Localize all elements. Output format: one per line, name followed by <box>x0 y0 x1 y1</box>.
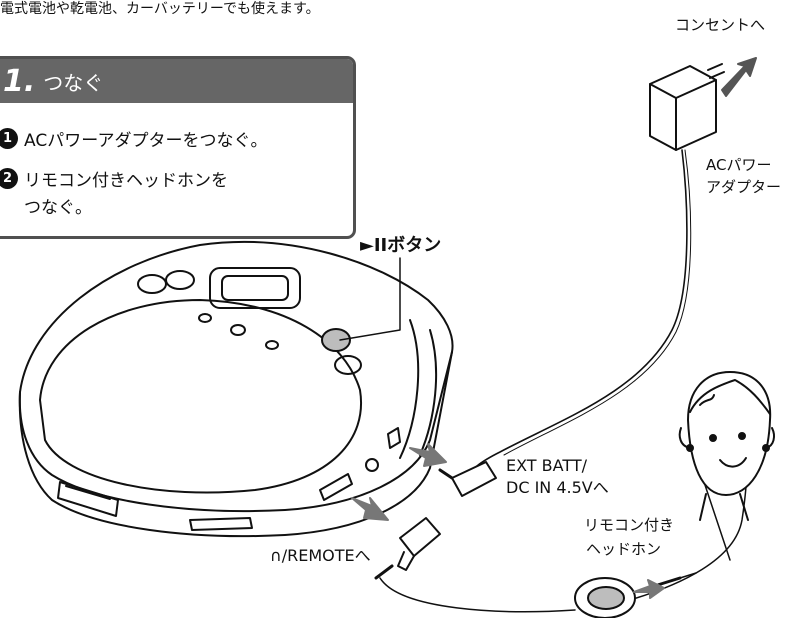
remote-jack-label: ∩/REMOTEへ <box>270 546 371 565</box>
step-item-2: 2 リモコン付きヘッドホンを <box>0 166 228 191</box>
stop-button <box>334 355 362 375</box>
play-button-leader <box>339 257 401 341</box>
small-button-1 <box>198 313 212 323</box>
step-item-1-text: ACパワーアダプターをつなぐ。 <box>24 131 268 151</box>
step-title: つなぐ <box>43 70 104 95</box>
adapter-label-line1: ACパワー <box>706 156 772 174</box>
headphones-label-line1: リモコン付き <box>584 516 675 534</box>
top-button-2 <box>165 270 195 290</box>
play-button-label: ►IIボタン <box>360 235 442 256</box>
ac-adapter <box>649 57 757 151</box>
headphones-label-line2: ヘッドホン <box>586 540 662 558</box>
dc-arrow <box>409 443 447 467</box>
step-panel: 1. つなぐ 1 ACパワーアダプターをつなぐ。 2 リモコン付きヘッドホンを … <box>0 56 356 239</box>
outlet-arrow <box>721 57 757 97</box>
step-item-2-continued: つなぐ。 <box>24 193 92 218</box>
dc-plug <box>409 443 497 497</box>
small-button-2 <box>230 324 246 336</box>
remote-plug <box>351 497 441 580</box>
badge-2: 2 <box>0 168 18 189</box>
remote-cord <box>379 577 576 613</box>
ext-batt-label-line2: DC IN 4.5Vへ <box>506 478 609 497</box>
cd-player-side <box>18 351 453 538</box>
cd-player <box>18 240 454 538</box>
adapter-label-line2: アダプター <box>706 178 782 196</box>
cd-lid <box>39 299 363 494</box>
step-item-1: 1 ACパワーアダプターをつなぐ。 <box>0 126 268 151</box>
phones-jack <box>319 473 353 501</box>
top-button-1 <box>137 274 167 294</box>
step-header: 1. つなぐ <box>0 59 353 103</box>
step-item-2-text: リモコン付きヘッドホンを <box>24 171 228 191</box>
cd-player-top <box>18 240 454 513</box>
person <box>678 371 775 521</box>
ext-batt-label-line1: EXT BATT/ <box>506 456 587 475</box>
step-item-2-continued-text: つなぐ。 <box>24 198 92 218</box>
step-number: 1. <box>3 63 36 99</box>
outlet-label: コンセントへ <box>675 16 766 34</box>
lcd-display <box>209 267 301 309</box>
headphone-arrow <box>633 579 665 599</box>
badge-1: 1 <box>0 128 18 149</box>
top-caption: 電式電池や乾電池、カーバッテリーでも使えます。 <box>0 1 320 17</box>
remote-arrow <box>351 497 389 521</box>
small-button-3 <box>265 340 279 350</box>
dc-jack <box>365 458 379 472</box>
bottom-slot <box>189 517 253 531</box>
adapter-cord <box>467 149 688 479</box>
inline-remote <box>574 572 697 618</box>
hold-switch <box>57 481 119 517</box>
play-pause-button <box>321 328 351 352</box>
